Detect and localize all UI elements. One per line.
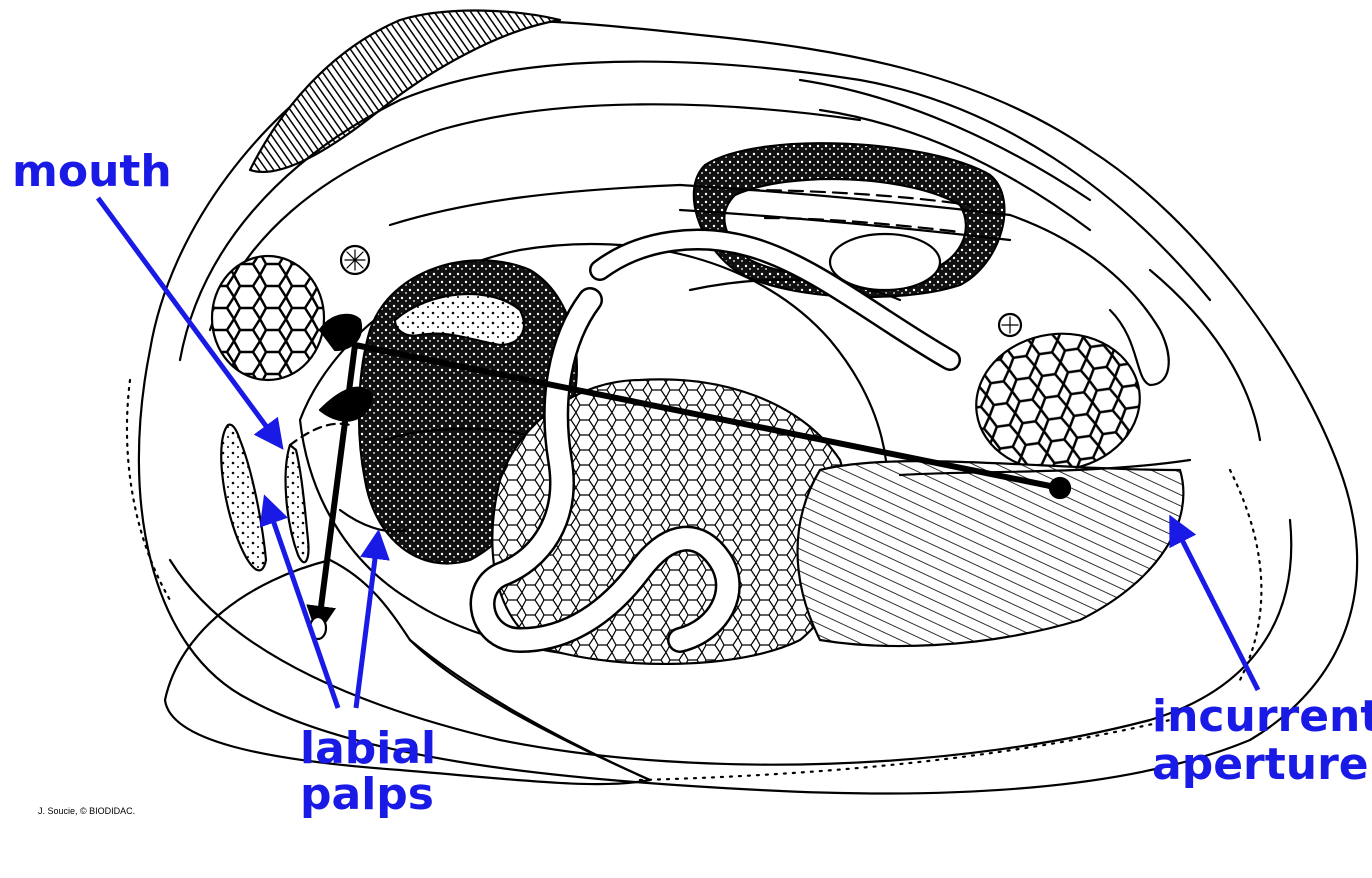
image-credit: J. Soucie, © BIODIDAC. xyxy=(38,806,135,816)
labial-palps-pointer-inner xyxy=(356,535,378,708)
labial-palps-label-line1: labial xyxy=(300,726,430,772)
anterior-adductor xyxy=(212,256,324,380)
mouth-label: mouth xyxy=(12,150,172,194)
gills xyxy=(798,461,1184,646)
posterior-adductor xyxy=(967,323,1148,481)
labial-palps-label: labial palps xyxy=(300,726,430,818)
umbo xyxy=(250,11,560,172)
incurrent-aperture-label: incurrent aperture xyxy=(1152,693,1364,790)
labial-palps-label-line2: palps xyxy=(300,772,430,818)
incurrent-aperture-label-line2: aperture xyxy=(1152,741,1364,789)
incurrent-aperture-label-line1: incurrent xyxy=(1152,693,1364,741)
labial-palp-outer xyxy=(221,425,266,571)
labial-palp-inner xyxy=(286,445,309,562)
incurrent-pointer xyxy=(1172,520,1258,690)
